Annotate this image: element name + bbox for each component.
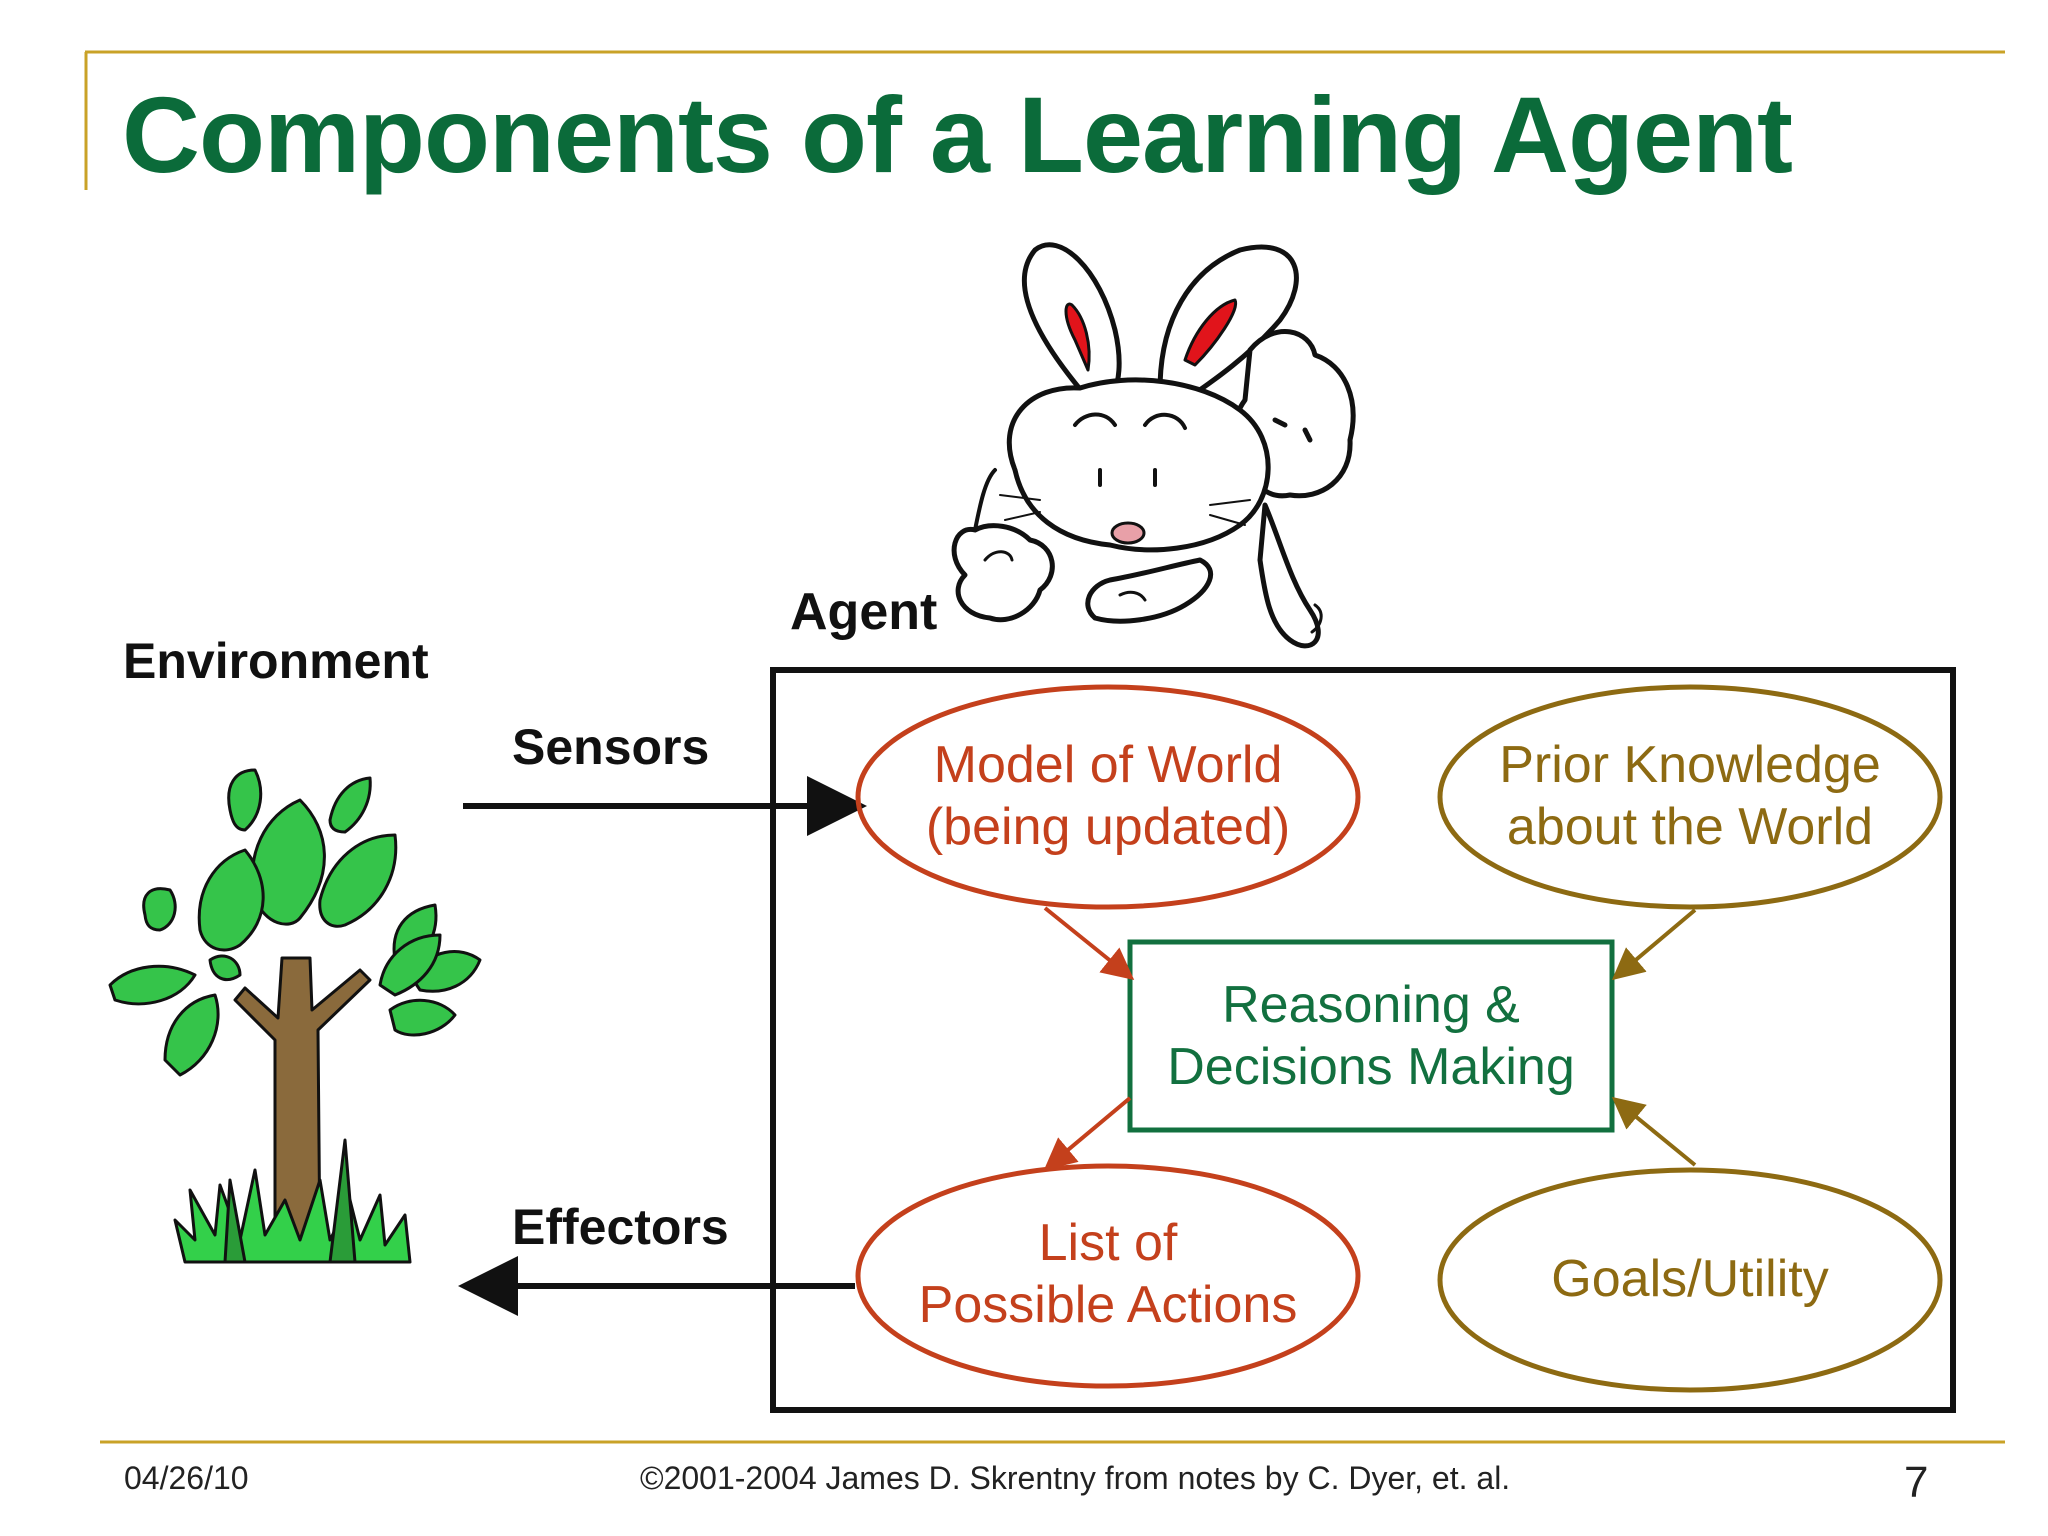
footer-date: 04/26/10 xyxy=(124,1460,249,1496)
tree-illustration xyxy=(108,768,482,1264)
rabbit-illustration xyxy=(951,242,1356,649)
goals-to-reasoning-arrow xyxy=(1611,1096,1697,1167)
page-number: 7 xyxy=(1904,1458,1929,1507)
model-of-world-ellipse xyxy=(855,684,1361,910)
reasoning-to-actions-arrow xyxy=(1043,1096,1132,1171)
footer-copyright: ©2001-2004 James D. Skrentny from notes … xyxy=(640,1460,1511,1496)
goals-ellipse xyxy=(1437,1167,1943,1393)
sensors-label: Sensors xyxy=(512,719,710,775)
environment-label: Environment xyxy=(123,633,429,689)
reasoning-line1: Reasoning & xyxy=(1222,976,1520,1034)
possible-actions-line1: List of xyxy=(1038,1214,1178,1272)
reasoning-line2: Decisions Making xyxy=(1167,1038,1575,1097)
page-title: Components of a Learning Agent xyxy=(122,74,1793,195)
goals-text: Goals/Utility xyxy=(1440,1248,1940,1310)
model-of-world-line2: (being updated) xyxy=(925,798,1291,857)
prior-knowledge-text: Prior Knowledge about the World xyxy=(1440,734,1940,859)
reasoning-box xyxy=(1127,939,1615,1133)
prior-knowledge-line2: about the World xyxy=(1506,798,1874,857)
effectors-label: Effectors xyxy=(512,1199,729,1255)
model-of-world-text: Model of World (being updated) xyxy=(858,734,1358,859)
goals-line1: Goals/Utility xyxy=(1551,1250,1829,1308)
prior-knowledge-line1: Prior Knowledge xyxy=(1499,736,1881,794)
model-of-world-line1: Model of World xyxy=(933,736,1283,794)
reasoning-text: Reasoning & Decisions Making xyxy=(1130,974,1612,1099)
model-to-reasoning-arrow xyxy=(1043,906,1135,981)
possible-actions-ellipse xyxy=(855,1163,1361,1389)
prior-to-reasoning-arrow xyxy=(1611,908,1697,981)
prior-knowledge-ellipse xyxy=(1437,684,1943,910)
agent-label: Agent xyxy=(790,583,938,641)
possible-actions-line2: Possible Actions xyxy=(918,1276,1298,1335)
agent-box xyxy=(770,667,1956,1413)
possible-actions-text: List of Possible Actions xyxy=(858,1212,1358,1337)
